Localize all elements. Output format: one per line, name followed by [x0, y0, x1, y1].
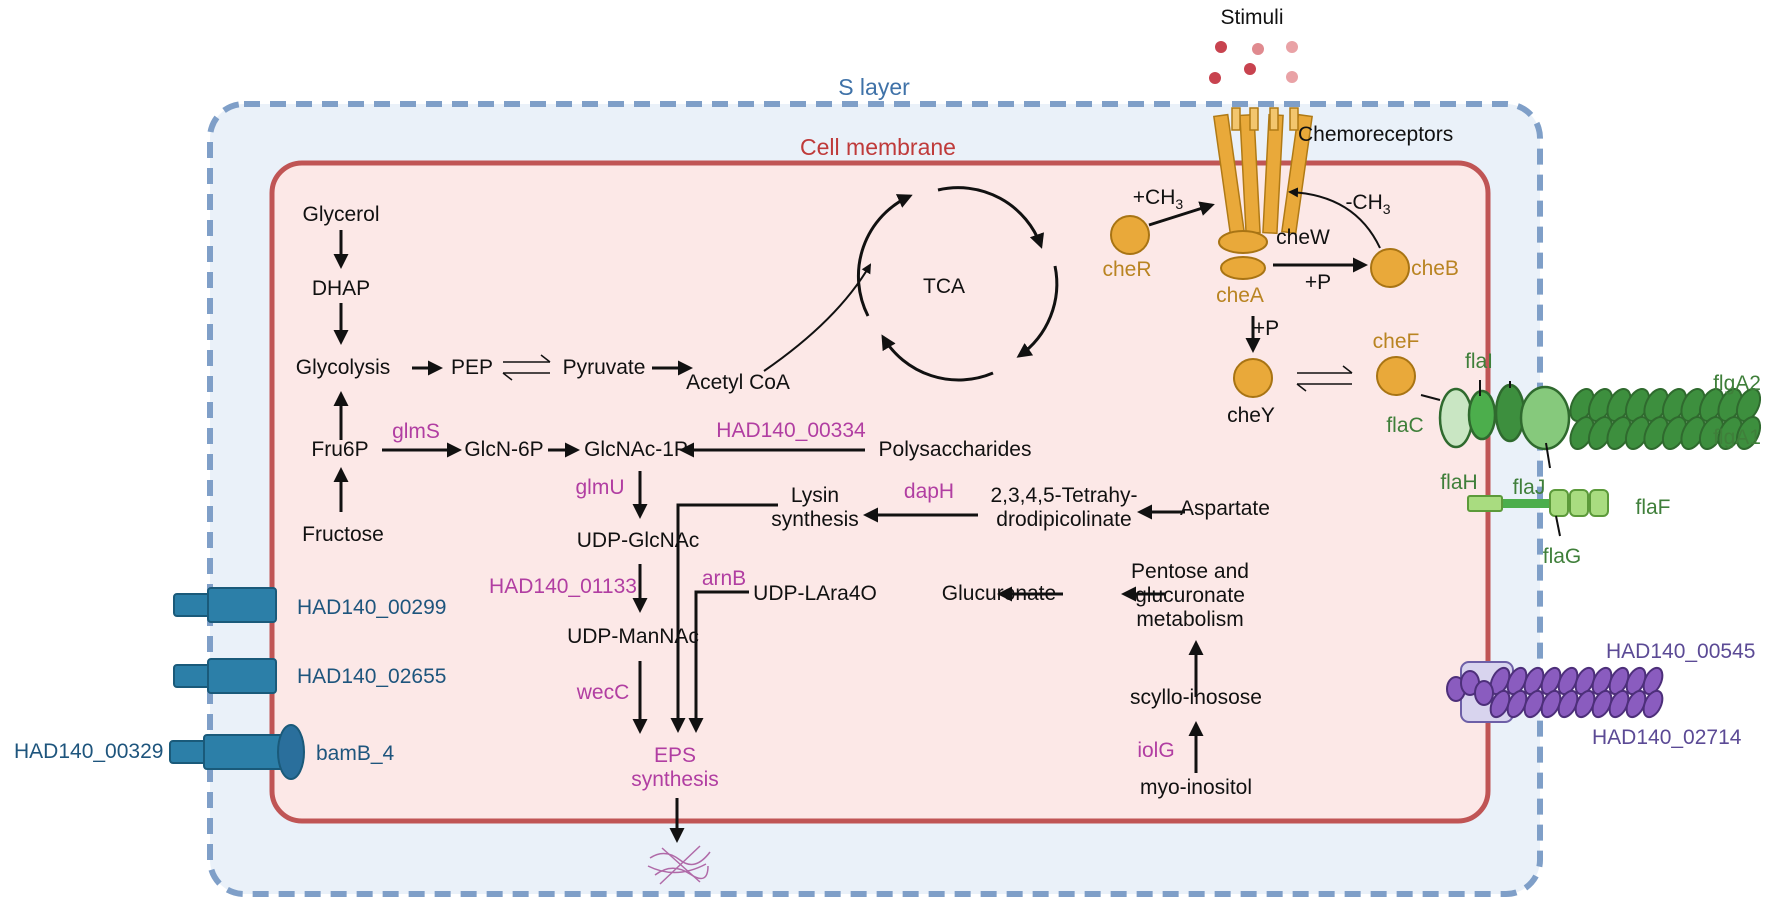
flagellin-subunit [1735, 416, 1762, 450]
flah-label: flaH [1440, 471, 1478, 494]
aspartate-label: Aspartate [1180, 497, 1270, 520]
had140-02655-label: HAD140_02655 [297, 665, 447, 688]
flai-label: flaI [1464, 350, 1494, 373]
udp-glcnac-label: UDP-GlcNAc [576, 529, 700, 552]
glucuronate-label: Glucuronate [941, 582, 1057, 605]
cheb-label: cheB [1411, 257, 1459, 280]
tetrahydrodipicolinate-label: 2,3,4,5-Tetrahy- drodipicolinate [990, 484, 1138, 532]
pilus-assembly [1446, 661, 1664, 723]
flaj-label: flaJ [1512, 476, 1546, 499]
had140-00329-label: HAD140_00329 [14, 740, 164, 763]
had140-02714-label: HAD140_02714 [1592, 726, 1742, 749]
had140-01133-gene-label: HAD140_01133 [489, 575, 637, 598]
transporter-had140-00299 [173, 587, 277, 623]
myo-inositol-label: myo-inositol [1139, 776, 1253, 799]
plus-p-label-1: +P [1304, 271, 1332, 294]
cher-circle [1110, 215, 1150, 255]
udp-mannac-label: UDP-ManNAc [567, 625, 699, 648]
chew-oval [1218, 230, 1268, 254]
cheb-circle [1370, 248, 1410, 288]
tca-label: TCA [923, 275, 965, 298]
wecc-gene-label: wecC [576, 681, 630, 704]
stimuli-label: Stimuli [1220, 6, 1284, 29]
udp-lara4o-label: UDP-LAra4O [753, 582, 877, 605]
chew-label: cheW [1276, 226, 1330, 249]
glycolysis-label: Glycolysis [295, 356, 391, 379]
flga1-label: flgA1 [1713, 426, 1761, 449]
had140-00545-label: HAD140_00545 [1606, 640, 1756, 663]
pathway-arrows [333, 230, 1204, 843]
dhap-label: DHAP [311, 277, 371, 300]
eps-fibres [647, 845, 711, 885]
tca-cycle [857, 186, 1059, 382]
chef-label: cheF [1372, 330, 1420, 353]
flagellin-subunit [1735, 388, 1762, 422]
glmu-gene-label: glmU [575, 476, 625, 499]
chea-oval [1220, 256, 1266, 280]
glcnac1p-label: GlcNAc-1P [584, 438, 688, 461]
flagellum [1420, 380, 1762, 469]
chey-circle [1233, 358, 1273, 398]
acetyl-coa-label: Acetyl CoA [686, 371, 790, 394]
cell-membrane-label: Cell membrane [800, 134, 956, 160]
glcn6p-label: GlcN-6P [464, 438, 544, 461]
fru6p-label: Fru6P [311, 438, 369, 461]
had140-00299-label: HAD140_00299 [297, 596, 447, 619]
flag-label: flaG [1542, 545, 1582, 568]
arnb-gene-label: arnB [701, 567, 747, 590]
pep-label: PEP [450, 356, 494, 379]
bamb4-label: bamB_4 [316, 742, 395, 765]
lysin-synthesis-label: Lysin synthesis [771, 484, 859, 532]
eps-synthesis-label: EPS synthesis [631, 744, 719, 792]
plus-p-label-2: +P [1252, 317, 1280, 340]
fructose-label: Fructose [302, 523, 384, 546]
plus-ch3-label: +CH3 [1132, 186, 1184, 213]
flga2-label: flgA2 [1713, 372, 1761, 395]
pilin-subunit [1642, 666, 1664, 696]
flaf-label: flaF [1635, 496, 1671, 519]
flac-label: flaC [1386, 414, 1424, 437]
pentose-metabolism-label: Pentose and glucuronate metabolism [1131, 560, 1249, 632]
had140-00334-gene-label: HAD140_00334 [716, 419, 866, 442]
chemotaxis-arrows [1148, 187, 1381, 392]
glycerol-label: Glycerol [302, 203, 380, 226]
iolg-gene-label: iolG [1137, 739, 1175, 762]
chea-label: cheA [1216, 284, 1264, 307]
pilin-subunit [1642, 689, 1664, 719]
s-layer-label: S layer [838, 74, 910, 100]
cell-membrane [269, 160, 1491, 824]
cher-label: cheR [1102, 258, 1152, 281]
polysaccharides-label: Polysaccharides [878, 438, 1032, 461]
daph-gene-label: dapH [903, 480, 955, 503]
chef-circle [1376, 356, 1416, 396]
chemoreceptors-label: Chemoreceptors [1298, 123, 1454, 146]
chey-label: cheY [1227, 404, 1275, 427]
glms-gene-label: glmS [392, 420, 440, 443]
stimuli-dots [1209, 41, 1298, 84]
transporter-had140-02655 [173, 658, 277, 694]
flaf-flag-assembly [1467, 489, 1609, 537]
pyruvate-label: Pyruvate [562, 356, 646, 379]
minus-ch3-label: -CH3 [1345, 191, 1391, 218]
scyllo-inosose-label: scyllo-inosose [1130, 686, 1262, 709]
transporter-had140-00329 [169, 724, 305, 780]
